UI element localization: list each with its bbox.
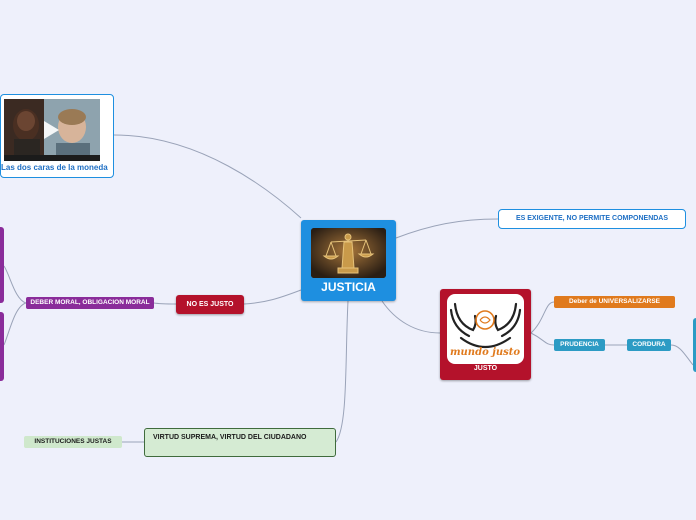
teal-subtopic-bar[interactable] [693, 318, 696, 372]
link-deber-bar2 [3, 302, 27, 346]
es-exigente-node[interactable]: ES EXIGENTE, NO PERMITE COMPONENDAS [498, 209, 686, 229]
link-central-virtud [335, 300, 349, 443]
universalizarse-node[interactable]: Deber de UNIVERSALIZARSE [554, 296, 675, 308]
link-cord-bar [670, 344, 694, 366]
mundo-justo-logo: mundo justo [447, 294, 524, 364]
prudencia-node[interactable]: PRUDENCIA [554, 339, 605, 351]
link-noes-deber [153, 302, 177, 305]
logo-caption: mundo justo [450, 347, 520, 358]
video-node[interactable]: Las dos caras de la moneda [0, 94, 114, 178]
link-central-video [113, 134, 302, 219]
central-topic-label: JUSTICIA [321, 280, 376, 294]
no-es-justo-node[interactable]: NO ES JUSTO [176, 295, 244, 314]
justo-label: JUSTO [473, 365, 498, 372]
scales-of-justice-image [311, 228, 386, 278]
cordura-node[interactable]: CORDURA [627, 339, 671, 351]
link-central-exigente [395, 218, 499, 239]
purple-subtopic-bar-upper[interactable] [0, 227, 4, 303]
instituciones-justas-node[interactable]: INSTITUCIONES JUSTAS [24, 436, 122, 448]
justo-node[interactable]: mundo justo JUSTO [440, 289, 531, 380]
link-justo-prud [530, 332, 555, 346]
central-topic-node[interactable]: JUSTICIA [301, 220, 396, 301]
link-justo-univ [530, 301, 555, 334]
link-deber-bar1 [3, 265, 27, 304]
link-central-noes [243, 289, 302, 305]
play-icon [44, 121, 59, 139]
video-label: Las dos caras de la moneda [1, 163, 108, 172]
deber-moral-node[interactable]: DEBER MORAL, OBLIGACION MORAL [26, 297, 154, 309]
link-central-justo [381, 300, 441, 334]
video-thumbnail[interactable] [4, 99, 100, 161]
purple-subtopic-bar-lower[interactable] [0, 312, 4, 381]
virtud-suprema-node[interactable]: VIRTUD SUPREMA, VIRTUD DEL CIUDADANO [144, 428, 336, 457]
